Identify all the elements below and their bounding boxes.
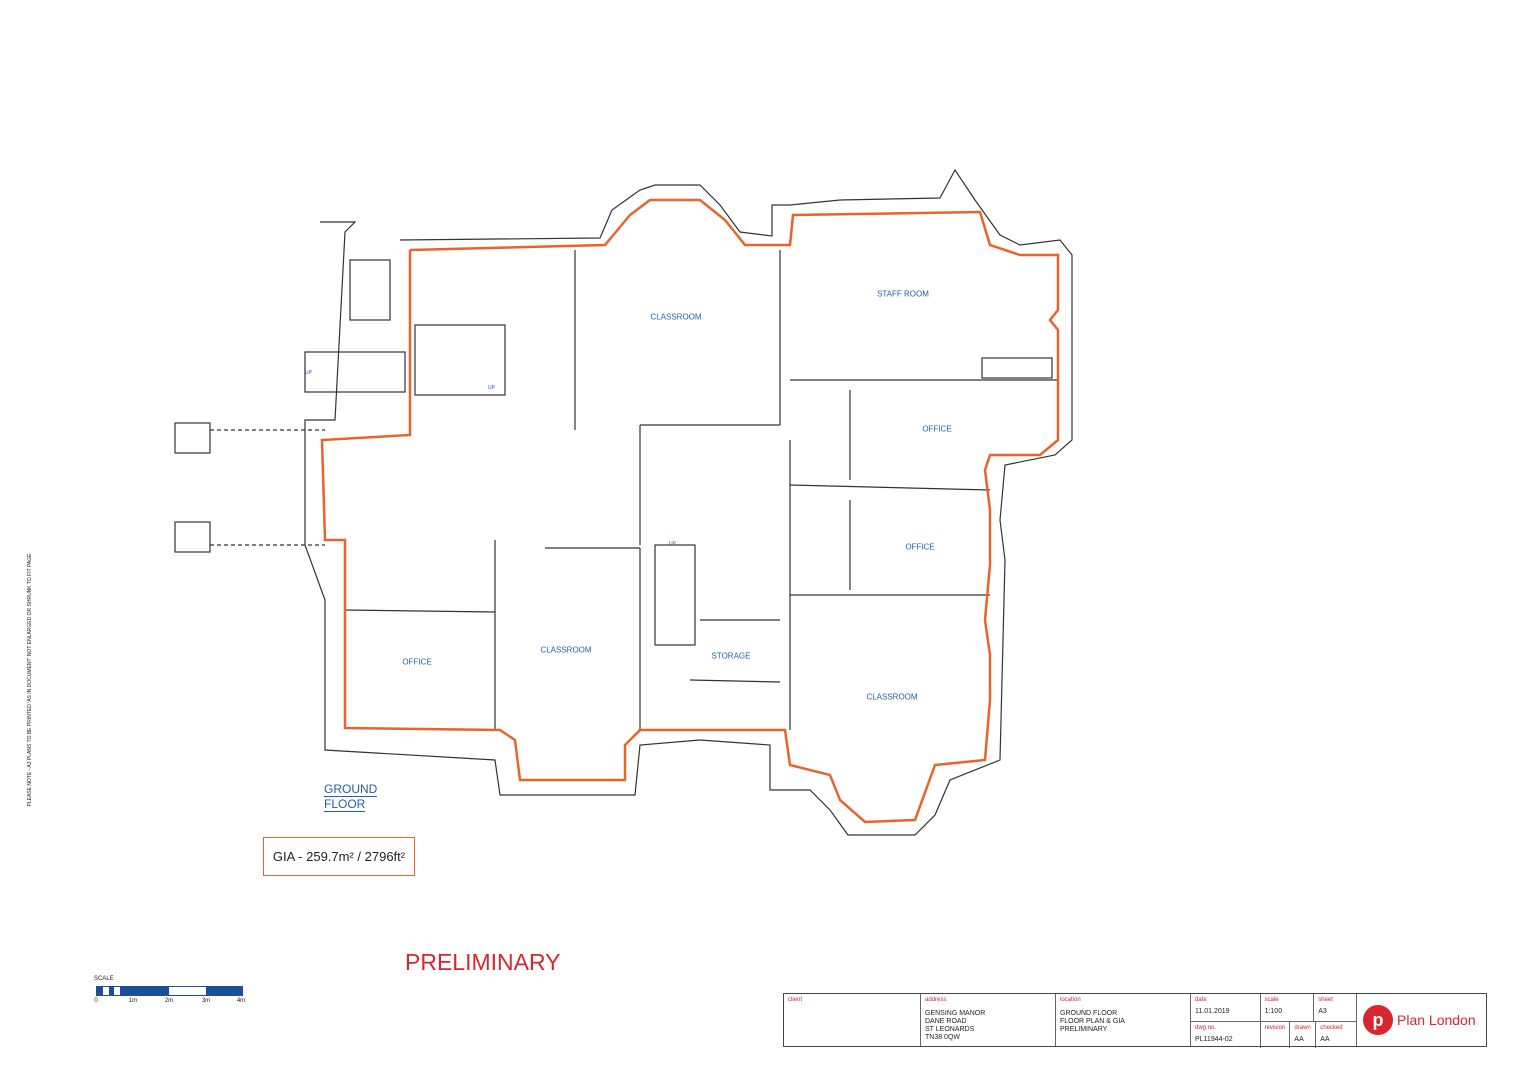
scale-label: SCALE — [94, 976, 114, 982]
location-label: location — [1060, 997, 1081, 1003]
date: 11.01.2019 — [1195, 1008, 1230, 1015]
floor-title: GROUND FLOOR — [324, 782, 378, 812]
walls — [174, 168, 1073, 836]
address-line: ST LEONARDS — [925, 1026, 975, 1033]
room-label-office: OFFICE — [402, 657, 432, 667]
room-label-classroom: CLASSROOM — [650, 312, 702, 322]
scale-field-label: scale — [1264, 997, 1279, 1003]
print-note: PLEASE NOTE - A3 PLANS TO BE PRINTED 'AS… — [27, 553, 33, 807]
room-label-office: OFFICE — [922, 424, 952, 434]
date-label: date — [1195, 997, 1207, 1003]
address-line: TN38 0QW — [925, 1034, 961, 1041]
room-label-classroom: CLASSROOM — [540, 645, 592, 655]
company-name: Plan London — [1397, 1012, 1476, 1028]
stair-up-label: UP — [669, 541, 676, 547]
scale-tick: 4m — [236, 998, 246, 1004]
room-label-classroom: CLASSROOM — [866, 692, 918, 702]
gia-box: GIA - 259.7m² / 2796ft² — [263, 837, 415, 876]
outer-wall — [304, 168, 1073, 836]
sheet: A3 — [1318, 1008, 1327, 1015]
scale-tick: 0 — [94, 998, 98, 1004]
stair-up-label: UP — [488, 385, 495, 391]
drawn-label: drawn — [1294, 1025, 1311, 1031]
floor-title-line: FLOOR — [324, 797, 366, 812]
location-line: GROUND FLOOR — [1060, 1010, 1118, 1017]
room-label-staff-room: STAFF ROOM — [877, 289, 929, 299]
location-line: FLOOR PLAN & GIA — [1060, 1018, 1125, 1025]
floor-title-line: GROUND — [324, 782, 378, 797]
room-label-office: OFFICE — [905, 542, 935, 552]
address-label: address — [925, 997, 947, 1003]
location-line: PRELIMINARY — [1060, 1026, 1108, 1033]
room-label-storage: STORAGE — [711, 651, 751, 661]
scale: 1:100 — [1264, 1008, 1283, 1015]
client-label: client — [788, 997, 803, 1003]
company-logo: p Plan London — [1357, 994, 1486, 1046]
address: GENSING MANOR DANE ROAD ST LEONARDS TN38… — [925, 1010, 985, 1042]
scale-tick: 1m — [128, 998, 138, 1004]
address-line: DANE ROAD — [925, 1018, 967, 1025]
dwg-label: dwg no. — [1195, 1025, 1217, 1031]
scale-bar — [96, 986, 243, 996]
preliminary-stamp: PRELIMINARY — [405, 949, 561, 975]
scale-tick: 2m — [164, 998, 174, 1004]
logo-mark-icon: p — [1363, 1005, 1393, 1035]
address-line: GENSING MANOR — [925, 1010, 986, 1017]
checked-label: checked — [1320, 1025, 1343, 1031]
sheet-label: sheet — [1318, 997, 1333, 1003]
dwg-number: PL11944-02 — [1195, 1036, 1233, 1043]
drawn: AA — [1294, 1036, 1304, 1043]
title-block: client address GENSING MANOR DANE ROAD S… — [783, 993, 1487, 1048]
location: GROUND FLOOR FLOOR PLAN & GIA PRELIMINAR… — [1060, 1010, 1125, 1034]
stair-up-label: UP — [305, 370, 312, 376]
revision-label: revision — [1264, 1025, 1286, 1031]
checked: AA — [1320, 1036, 1330, 1043]
scale-tick: 3m — [201, 998, 211, 1004]
gia-outline — [320, 198, 1060, 824]
